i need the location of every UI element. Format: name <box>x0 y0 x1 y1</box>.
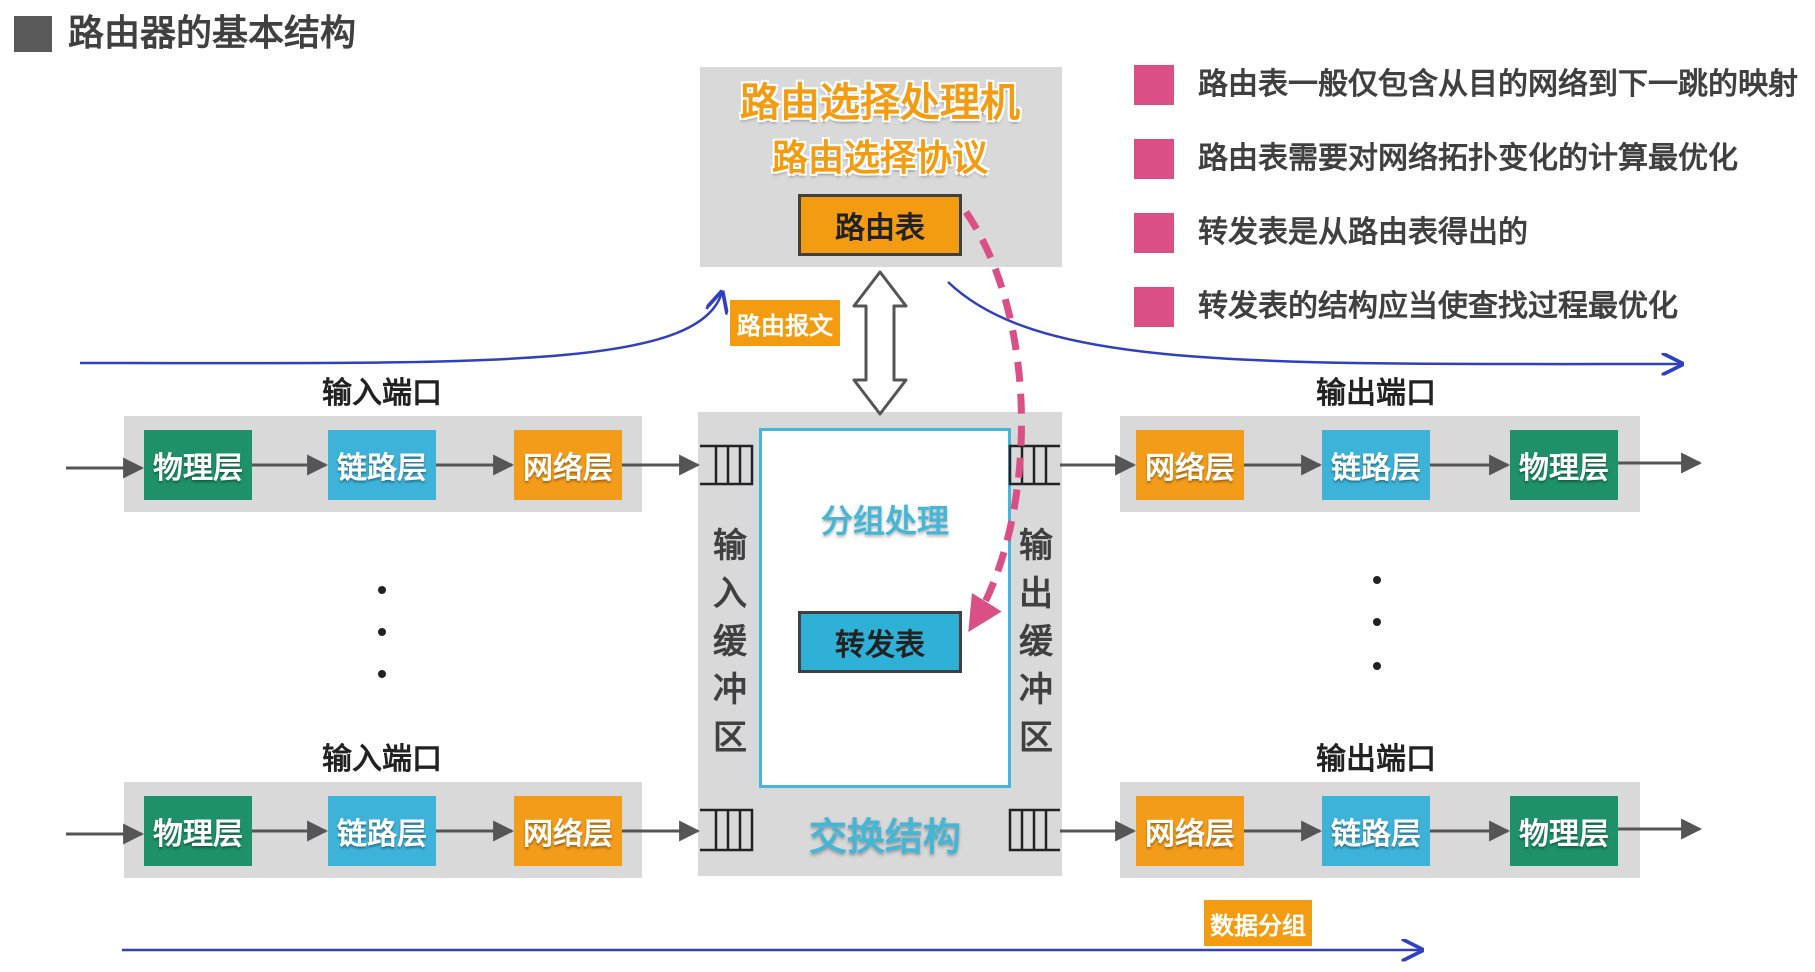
physical-layer-box: 物理层 <box>144 796 252 866</box>
routing-protocol-label: 路由选择协议 <box>771 138 988 179</box>
bidirectional-arrow-icon <box>852 270 908 416</box>
packet-processing-label: 分组处理 <box>820 502 949 540</box>
routing-processor-title: 路由选择处理机 <box>740 80 1020 126</box>
output-queue-icon <box>1008 444 1060 486</box>
ellipsis-dot <box>1373 662 1381 670</box>
physical-layer-box: 物理层 <box>1510 796 1618 866</box>
note-item: 路由表一般仅包含从目的网络到下一跳的映射 <box>1198 67 1798 102</box>
flow-arrow <box>66 454 701 479</box>
output-queue-icon <box>1008 808 1060 852</box>
flow-arrow <box>1060 818 1703 842</box>
ellipsis-dot <box>378 628 386 636</box>
link-layer-box: 链路层 <box>1322 796 1430 866</box>
ellipsis-dot <box>1373 618 1381 626</box>
note-item: 转发表的结构应当使查找过程最优化 <box>1198 289 1678 324</box>
physical-layer-box: 物理层 <box>1510 430 1618 500</box>
network-layer-box: 网络层 <box>514 796 622 866</box>
routing-message-badge: 路由报文 <box>730 300 840 346</box>
output-buffer-label: 输出缓冲区 <box>1019 526 1053 758</box>
input-buffer-label: 输入缓冲区 <box>713 526 747 758</box>
output-port-label: 输出端口 <box>1316 742 1436 777</box>
switch-fabric-label: 交换结构 <box>808 815 961 859</box>
bullet-square-icon <box>1134 287 1174 327</box>
derive-forwarding-table-arrow <box>963 210 1025 632</box>
network-layer-box: 网络层 <box>514 430 622 500</box>
page-title: 路由器的基本结构 <box>68 13 357 54</box>
link-layer-box: 链路层 <box>328 796 436 866</box>
ellipsis-dot <box>378 586 386 594</box>
data-packet-badge: 数据分组 <box>1204 900 1312 946</box>
note-item: 转发表是从路由表得出的 <box>1198 215 1528 250</box>
physical-layer-box: 物理层 <box>144 430 252 500</box>
input-port-label: 输入端口 <box>322 742 442 777</box>
bullet-square-icon <box>1134 65 1174 105</box>
ellipsis-dot <box>1373 576 1381 584</box>
bullet-square-icon <box>1134 213 1174 253</box>
forwarding-table-box: 转发表 <box>798 611 962 673</box>
input-queue-icon <box>700 808 754 852</box>
input-queue-icon <box>700 444 754 486</box>
bullet-square-icon <box>1134 139 1174 179</box>
routing-table-box: 路由表 <box>798 194 962 256</box>
network-layer-box: 网络层 <box>1136 430 1244 500</box>
flow-arrow <box>1060 452 1703 476</box>
output-port-label: 输出端口 <box>1316 376 1436 411</box>
title-square-icon <box>14 16 52 52</box>
routing-message-flow-arrow <box>947 281 1682 364</box>
note-item: 路由表需要对网络拓扑变化的计算最优化 <box>1198 141 1738 176</box>
link-layer-box: 链路层 <box>328 430 436 500</box>
routing-message-flow-arrow <box>79 292 722 365</box>
input-port-label: 输入端口 <box>322 376 442 411</box>
link-layer-box: 链路层 <box>1322 430 1430 500</box>
network-layer-box: 网络层 <box>1136 796 1244 866</box>
ellipsis-dot <box>378 670 386 678</box>
flow-arrow <box>66 820 701 845</box>
